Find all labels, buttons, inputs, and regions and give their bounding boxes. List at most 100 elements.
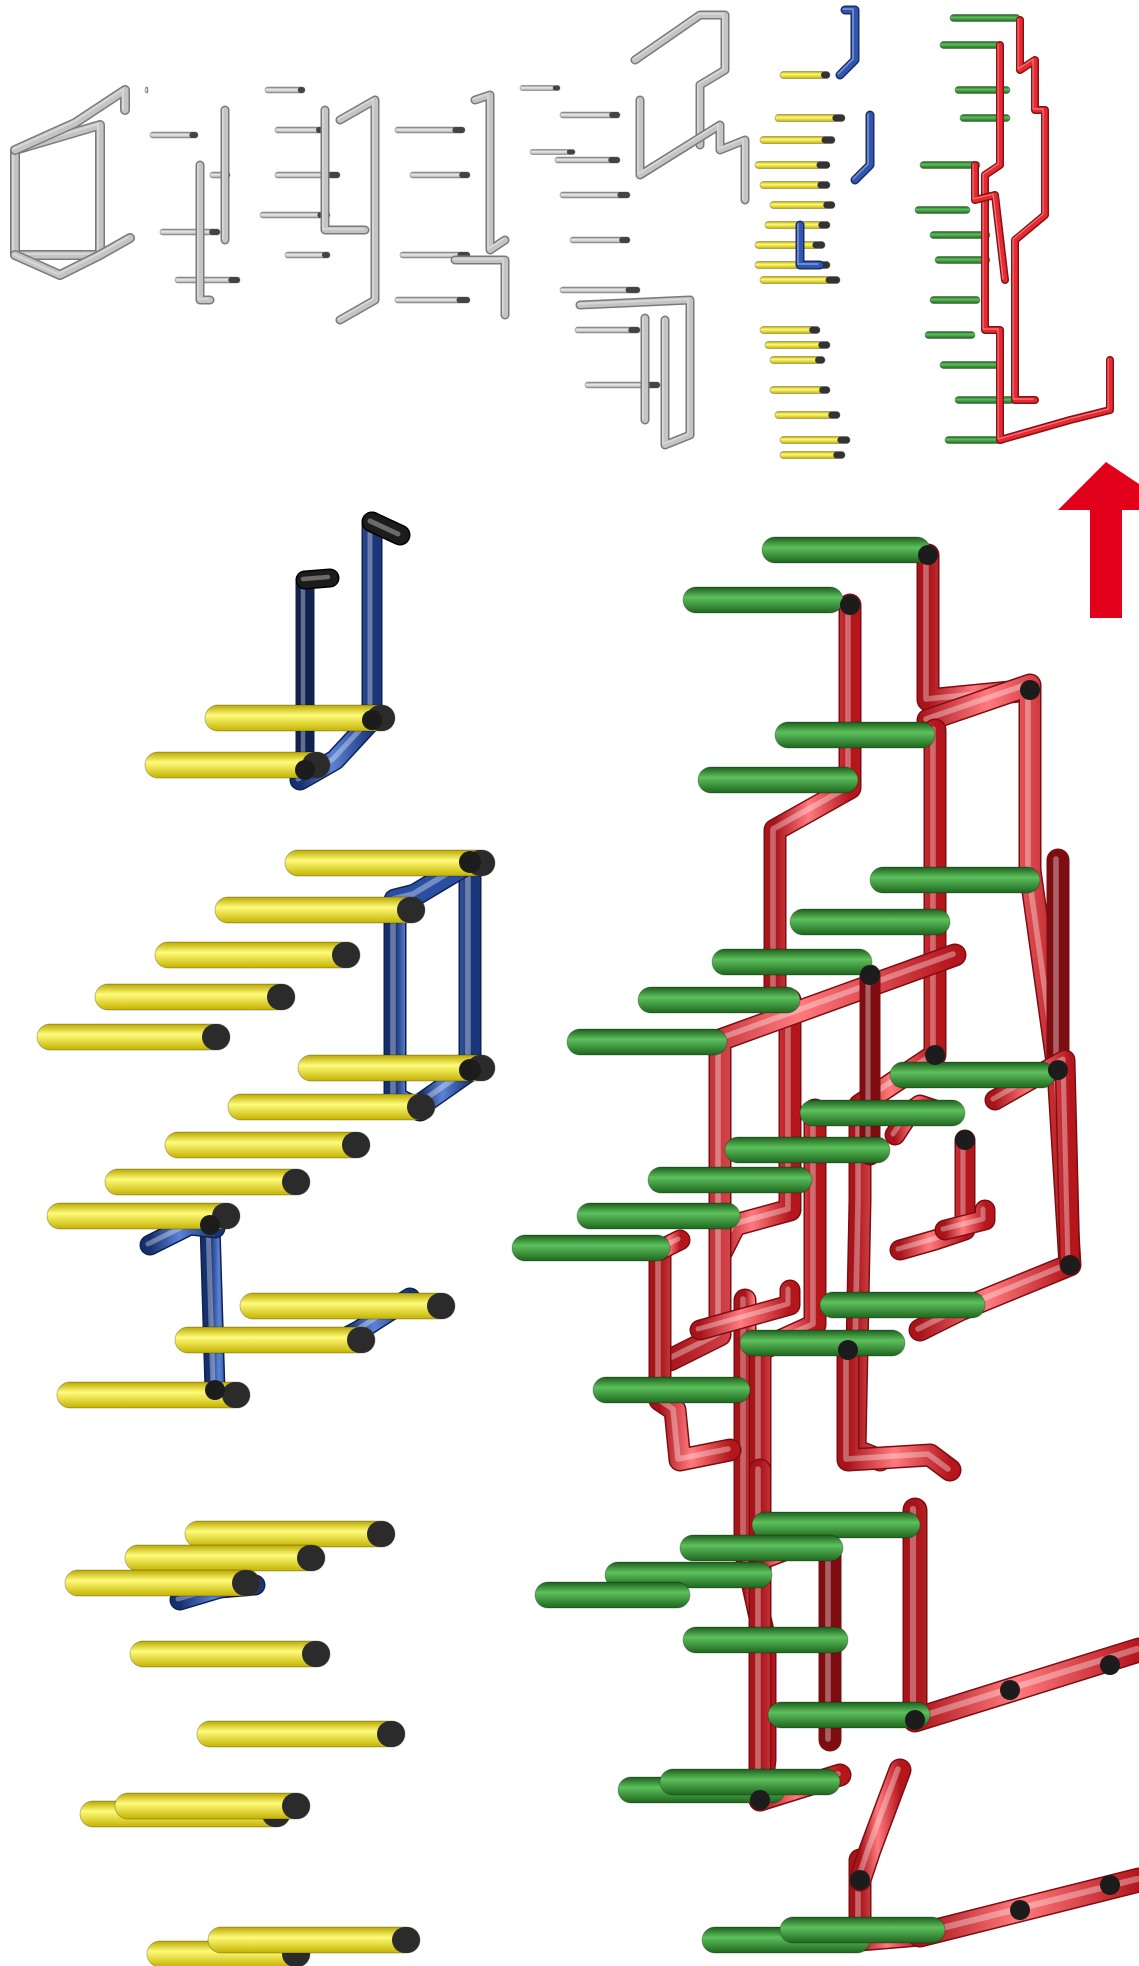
yellow-rung (759, 326, 821, 334)
yellow-rung (779, 436, 851, 444)
joint (200, 1215, 220, 1235)
joint (362, 710, 382, 730)
grey-frame (640, 313, 650, 425)
red-backbone (1046, 848, 1070, 1082)
grey-rung (264, 86, 306, 94)
yellow-rung (154, 941, 361, 969)
joint (840, 595, 860, 615)
yellow-rung (174, 1326, 376, 1354)
green-rung (929, 296, 981, 304)
yellow-rung (227, 1093, 436, 1121)
green-rung (924, 331, 976, 339)
yellow-rung (779, 71, 831, 79)
green-rung (637, 986, 801, 1014)
green-rung (576, 1202, 741, 1230)
yellow-rung (214, 896, 426, 924)
blue-backbone (850, 110, 875, 185)
yellow-rung (754, 161, 831, 169)
green-rung (659, 1768, 841, 1796)
joint (1020, 680, 1040, 700)
grey-rung (394, 296, 471, 304)
yellow-rung (64, 1569, 261, 1597)
green-rung (914, 206, 971, 214)
yellow-rung (764, 341, 831, 349)
joint (860, 965, 880, 985)
yellow-rung (129, 1640, 331, 1668)
grey-rung (559, 191, 631, 199)
green-rung (789, 908, 951, 936)
yellow-rung (239, 1292, 456, 1320)
joint (295, 760, 315, 780)
green-rung (682, 586, 844, 614)
grey-frame (630, 10, 730, 150)
joint (459, 851, 481, 873)
green-rung (919, 161, 981, 169)
joint (1010, 1900, 1030, 1920)
green-rung (751, 1511, 921, 1539)
blue-backbone (795, 220, 825, 270)
red-backbone (971, 161, 1009, 284)
green-rung (711, 948, 873, 976)
green-rung (779, 1916, 946, 1944)
grey-rung (144, 86, 149, 94)
green-rung (604, 1561, 773, 1589)
joint (1100, 1655, 1120, 1675)
red-backbone (648, 1238, 742, 1472)
yellow-rung (196, 1720, 406, 1748)
green-rung (939, 41, 1001, 49)
green-rung (799, 1099, 966, 1127)
yellow-rung (114, 1792, 311, 1820)
yellow-rung (769, 356, 826, 364)
joint (1100, 1875, 1120, 1895)
green-rung (949, 14, 1021, 22)
grey-rung (519, 85, 561, 91)
yellow-rung (759, 136, 836, 144)
green-rung (939, 361, 1001, 369)
joint (205, 1380, 225, 1400)
grey-rung (574, 326, 641, 334)
green-rung (534, 1581, 691, 1609)
yellow-rung (124, 1544, 326, 1572)
blue-backbone (295, 570, 315, 780)
joint (1048, 1060, 1068, 1080)
green-rung (647, 1166, 813, 1194)
grey-rung (259, 211, 331, 219)
green-rung (774, 721, 936, 749)
yellow-blue-detail-panel (36, 511, 496, 1966)
joint (850, 1870, 870, 1890)
overview-panel (10, 5, 1114, 459)
yellow-rung (774, 114, 846, 122)
joint (838, 1340, 858, 1360)
grey-rung (274, 126, 326, 134)
grey-frame (470, 90, 510, 255)
grey-rung (409, 171, 471, 179)
green-red-detail-panel (511, 536, 1139, 1954)
grey-rung (569, 236, 631, 244)
red-backbone (934, 1199, 996, 1241)
grey-rung (284, 251, 331, 259)
joint (750, 1790, 770, 1810)
green-rung (679, 1534, 844, 1562)
grey-frame (575, 295, 695, 450)
grey-frame (10, 85, 130, 155)
green-rung (724, 1136, 891, 1164)
joint (905, 1710, 925, 1730)
yellow-rung (144, 751, 331, 779)
red-backbone (859, 964, 881, 1166)
grey-rung (529, 149, 576, 155)
yellow-rung (94, 983, 296, 1011)
joint (1000, 1680, 1020, 1700)
grey-frame (220, 105, 230, 245)
grey-frame (320, 105, 370, 235)
yellow-rung (754, 241, 826, 249)
red-backbone (1011, 16, 1049, 404)
green-rung (934, 256, 991, 264)
red-backbone (916, 543, 1042, 712)
green-rung (566, 1028, 728, 1056)
green-rung (592, 1376, 751, 1404)
blue-backbone-cap (295, 568, 340, 590)
red-backbone (689, 1279, 801, 1341)
yellow-rung (759, 276, 841, 284)
yellow-rung (184, 1520, 396, 1548)
